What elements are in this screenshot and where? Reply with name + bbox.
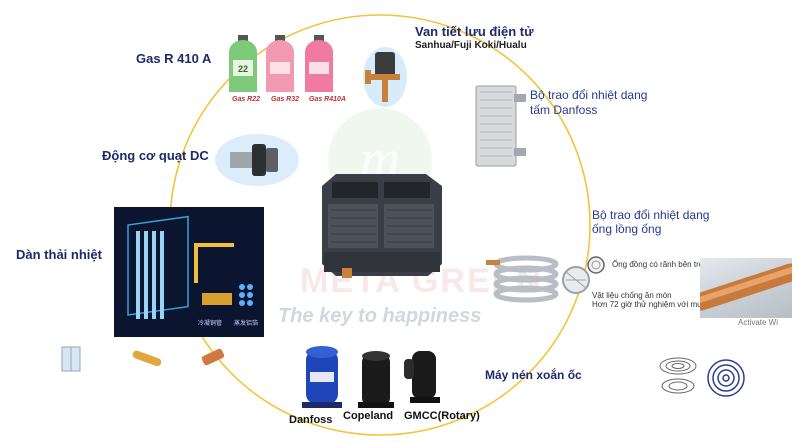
gmcc-label: GMCC(Rotary) (404, 410, 480, 422)
plate-hx-line2: tấm Danfoss (530, 103, 598, 117)
coil-label-1: 冷凝铜管 (198, 321, 223, 327)
compressor-label: Máy nén xoắn ốc (485, 368, 582, 382)
tube-hx-line1: Bộ trao đổi nhiệt dạng (592, 208, 710, 222)
fin-icon (61, 346, 81, 372)
dc-fan-motor-icon (215, 134, 299, 186)
scroll-compressor-icon (358, 351, 394, 408)
condenser-label: Dàn thải nhiệt (16, 247, 102, 262)
gas-r410a-caption: Gas R410A (309, 96, 346, 103)
valve-brands: Sanhua/Fuji Koki/Hualu (415, 40, 527, 51)
svg-text:22: 22 (238, 64, 248, 74)
danfoss-label: Danfoss (289, 414, 333, 426)
scroll-compressor-icon (302, 346, 342, 408)
watermark-tagline: The key to happiness (278, 305, 482, 327)
gas-label: Gas R 410 A (136, 51, 212, 66)
gas-cylinder-icon: 22 (229, 35, 333, 92)
coil-label-2: 蒸发铝箔 (234, 321, 259, 327)
tube-note-2-line2: Hơn 72 giờ thử nghiệm với muối (592, 300, 708, 309)
fan-motor-label: Động cơ quạt DC (102, 148, 209, 163)
copper-tube-icon (132, 350, 162, 367)
expansion-valve-icon (363, 47, 407, 107)
scroll-diagram-icon (659, 357, 745, 397)
plate-hx-line1: Bộ trao đổi nhiệt dạng (530, 88, 648, 102)
copper-tube-icon (201, 348, 225, 366)
copper-tube-photo (700, 258, 792, 318)
heat-pump-unit-icon (322, 174, 442, 278)
gas-r22-caption: Gas R22 (232, 96, 261, 103)
tube-hx-line2: ống lồng ống (592, 222, 662, 236)
tube-cross-section-icon (587, 256, 605, 274)
valve-title: Van tiết lưu điện tử (415, 24, 534, 39)
tube-note-1: Ống đồng có rãnh bên trong (612, 260, 713, 269)
plate-heat-exchanger-icon (475, 85, 526, 167)
copeland-label: Copeland (343, 410, 394, 422)
activate-text: Activate Wi (738, 318, 779, 327)
tube-in-tube-icon (486, 255, 590, 303)
rotary-compressor-icon (404, 351, 440, 403)
condenser-coil-icon (127, 215, 253, 319)
tube-note-2-line1: Vật liệu chống ăn mòn (592, 291, 672, 300)
gas-r32-caption: Gas R32 (271, 96, 300, 103)
